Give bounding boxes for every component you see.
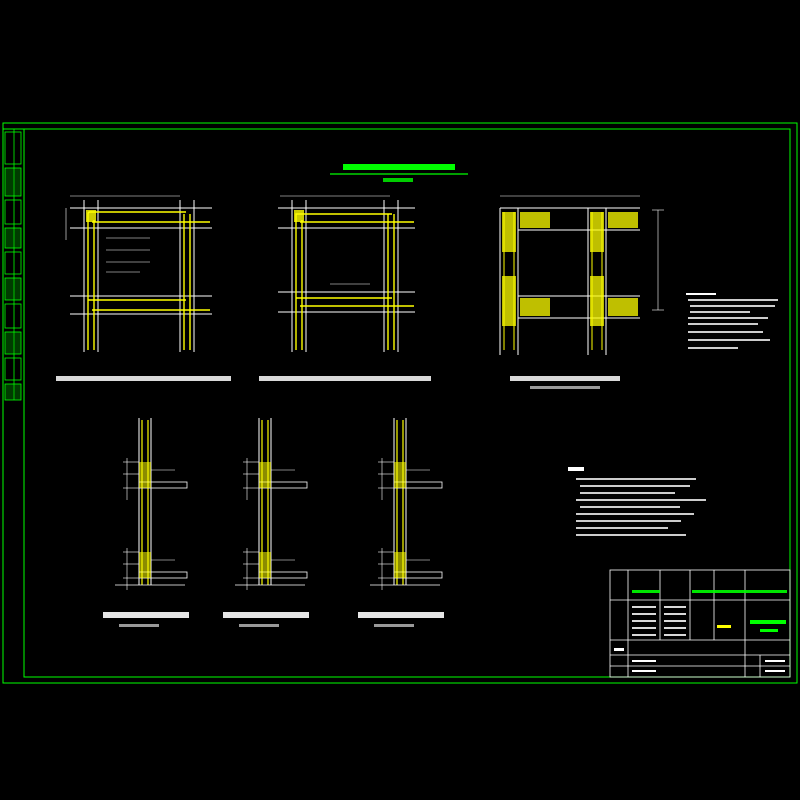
column-figure-2 — [223, 418, 309, 627]
figure-1-label-line — [56, 376, 231, 381]
title-block-drawing-name-line — [750, 620, 786, 624]
general-notes — [568, 467, 706, 536]
main-title-text-line — [343, 164, 455, 170]
column-figure-2-label-line — [223, 612, 309, 618]
sheet-frame — [2, 122, 798, 684]
binding-strip — [4, 129, 22, 401]
figure-2-frame-joint — [259, 195, 431, 381]
column-figure-3-label-line — [358, 612, 444, 618]
figure-3-label-line — [510, 376, 620, 381]
column-figure-1 — [103, 418, 189, 627]
column-figures — [103, 418, 444, 627]
column-figure-1-label-line — [103, 612, 189, 618]
title-block-content — [614, 590, 787, 672]
main-subtitle-text-line — [383, 178, 413, 182]
notes-heading-line — [568, 467, 584, 471]
main-title-block — [330, 164, 468, 182]
figure-3-notes — [686, 293, 778, 349]
figure-3-steel-reinforced-joint — [499, 195, 664, 389]
figure-1-frame-joint — [56, 195, 231, 381]
column-figure-3 — [358, 418, 444, 627]
figure-2-label-line — [259, 376, 431, 381]
title-block — [609, 569, 791, 678]
